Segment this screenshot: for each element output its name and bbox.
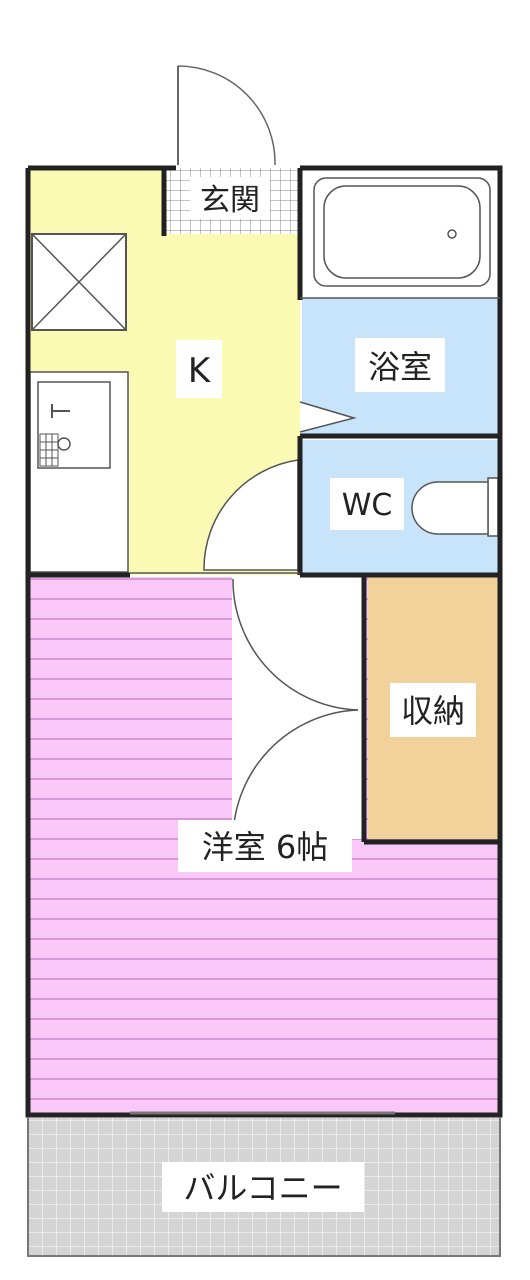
- western-room-label: 洋室 6帖: [202, 828, 329, 866]
- toilet-fixture: [411, 477, 499, 537]
- bath-door: [299, 401, 357, 433]
- room-doors: [232, 578, 359, 841]
- walls: [25, 165, 503, 1118]
- toilet-label: WC: [342, 488, 393, 523]
- balcony-label: バルコニー: [183, 1169, 342, 1207]
- bathtub-fixture: [313, 177, 491, 287]
- storage-label: 収納: [401, 692, 465, 730]
- toilet-door: [203, 459, 299, 571]
- bath-label: 浴室: [368, 348, 432, 386]
- entrance-label: 玄関: [200, 183, 260, 218]
- kitchen-fixtures: [29, 233, 129, 573]
- kitchen-label: K: [188, 351, 212, 391]
- labels: 玄関 K 浴室 WC 収納 洋室 6帖 バルコニー: [162, 177, 476, 1212]
- balcony-railing: [27, 1117, 501, 1257]
- entrance-door: [177, 65, 276, 166]
